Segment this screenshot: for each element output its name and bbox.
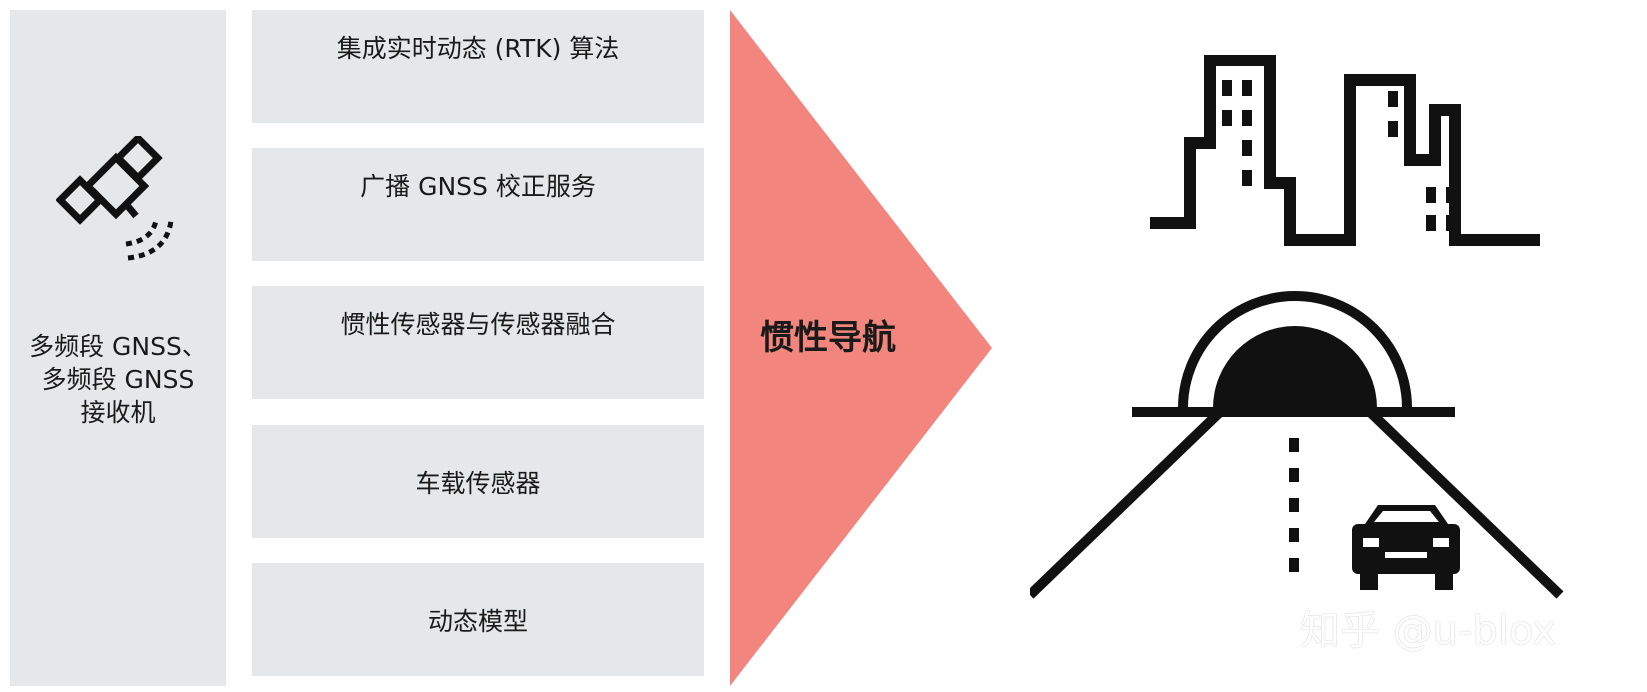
feature-box-dynamic-model: 动态模型 [252, 563, 704, 676]
arrow-label: 惯性导航 [760, 318, 896, 358]
inertial-navigation-arrow [730, 10, 992, 686]
feature-box-rtk: 集成实时动态 (RTK) 算法 [252, 10, 704, 123]
feature-label: 动态模型 [427, 606, 528, 636]
feature-label: 惯性传感器与传感器融合 [340, 309, 616, 339]
watermark: 知乎 @u-blox [1300, 608, 1556, 654]
feature-label: 车载传感器 [415, 468, 541, 498]
receiver-panel: 多频段 GNSS、 多频段 GNSS 接收机 [10, 10, 226, 686]
feature-label: 集成实时动态 (RTK) 算法 [336, 33, 620, 63]
feature-label: 广播 GNSS 校正服务 [360, 171, 596, 201]
receiver-label: 多频段 GNSS、 多频段 GNSS 接收机 [29, 332, 207, 427]
feature-box-sensor-fusion: 惯性传感器与传感器融合 [252, 286, 704, 399]
tunnel-road-car-icon [1030, 291, 1564, 599]
city-buildings-icon [1150, 55, 1540, 246]
feature-box-vehicle-sensors: 车载传感器 [252, 425, 704, 538]
satellite-icon [56, 136, 174, 261]
feature-box-correction: 广播 GNSS 校正服务 [252, 148, 704, 261]
